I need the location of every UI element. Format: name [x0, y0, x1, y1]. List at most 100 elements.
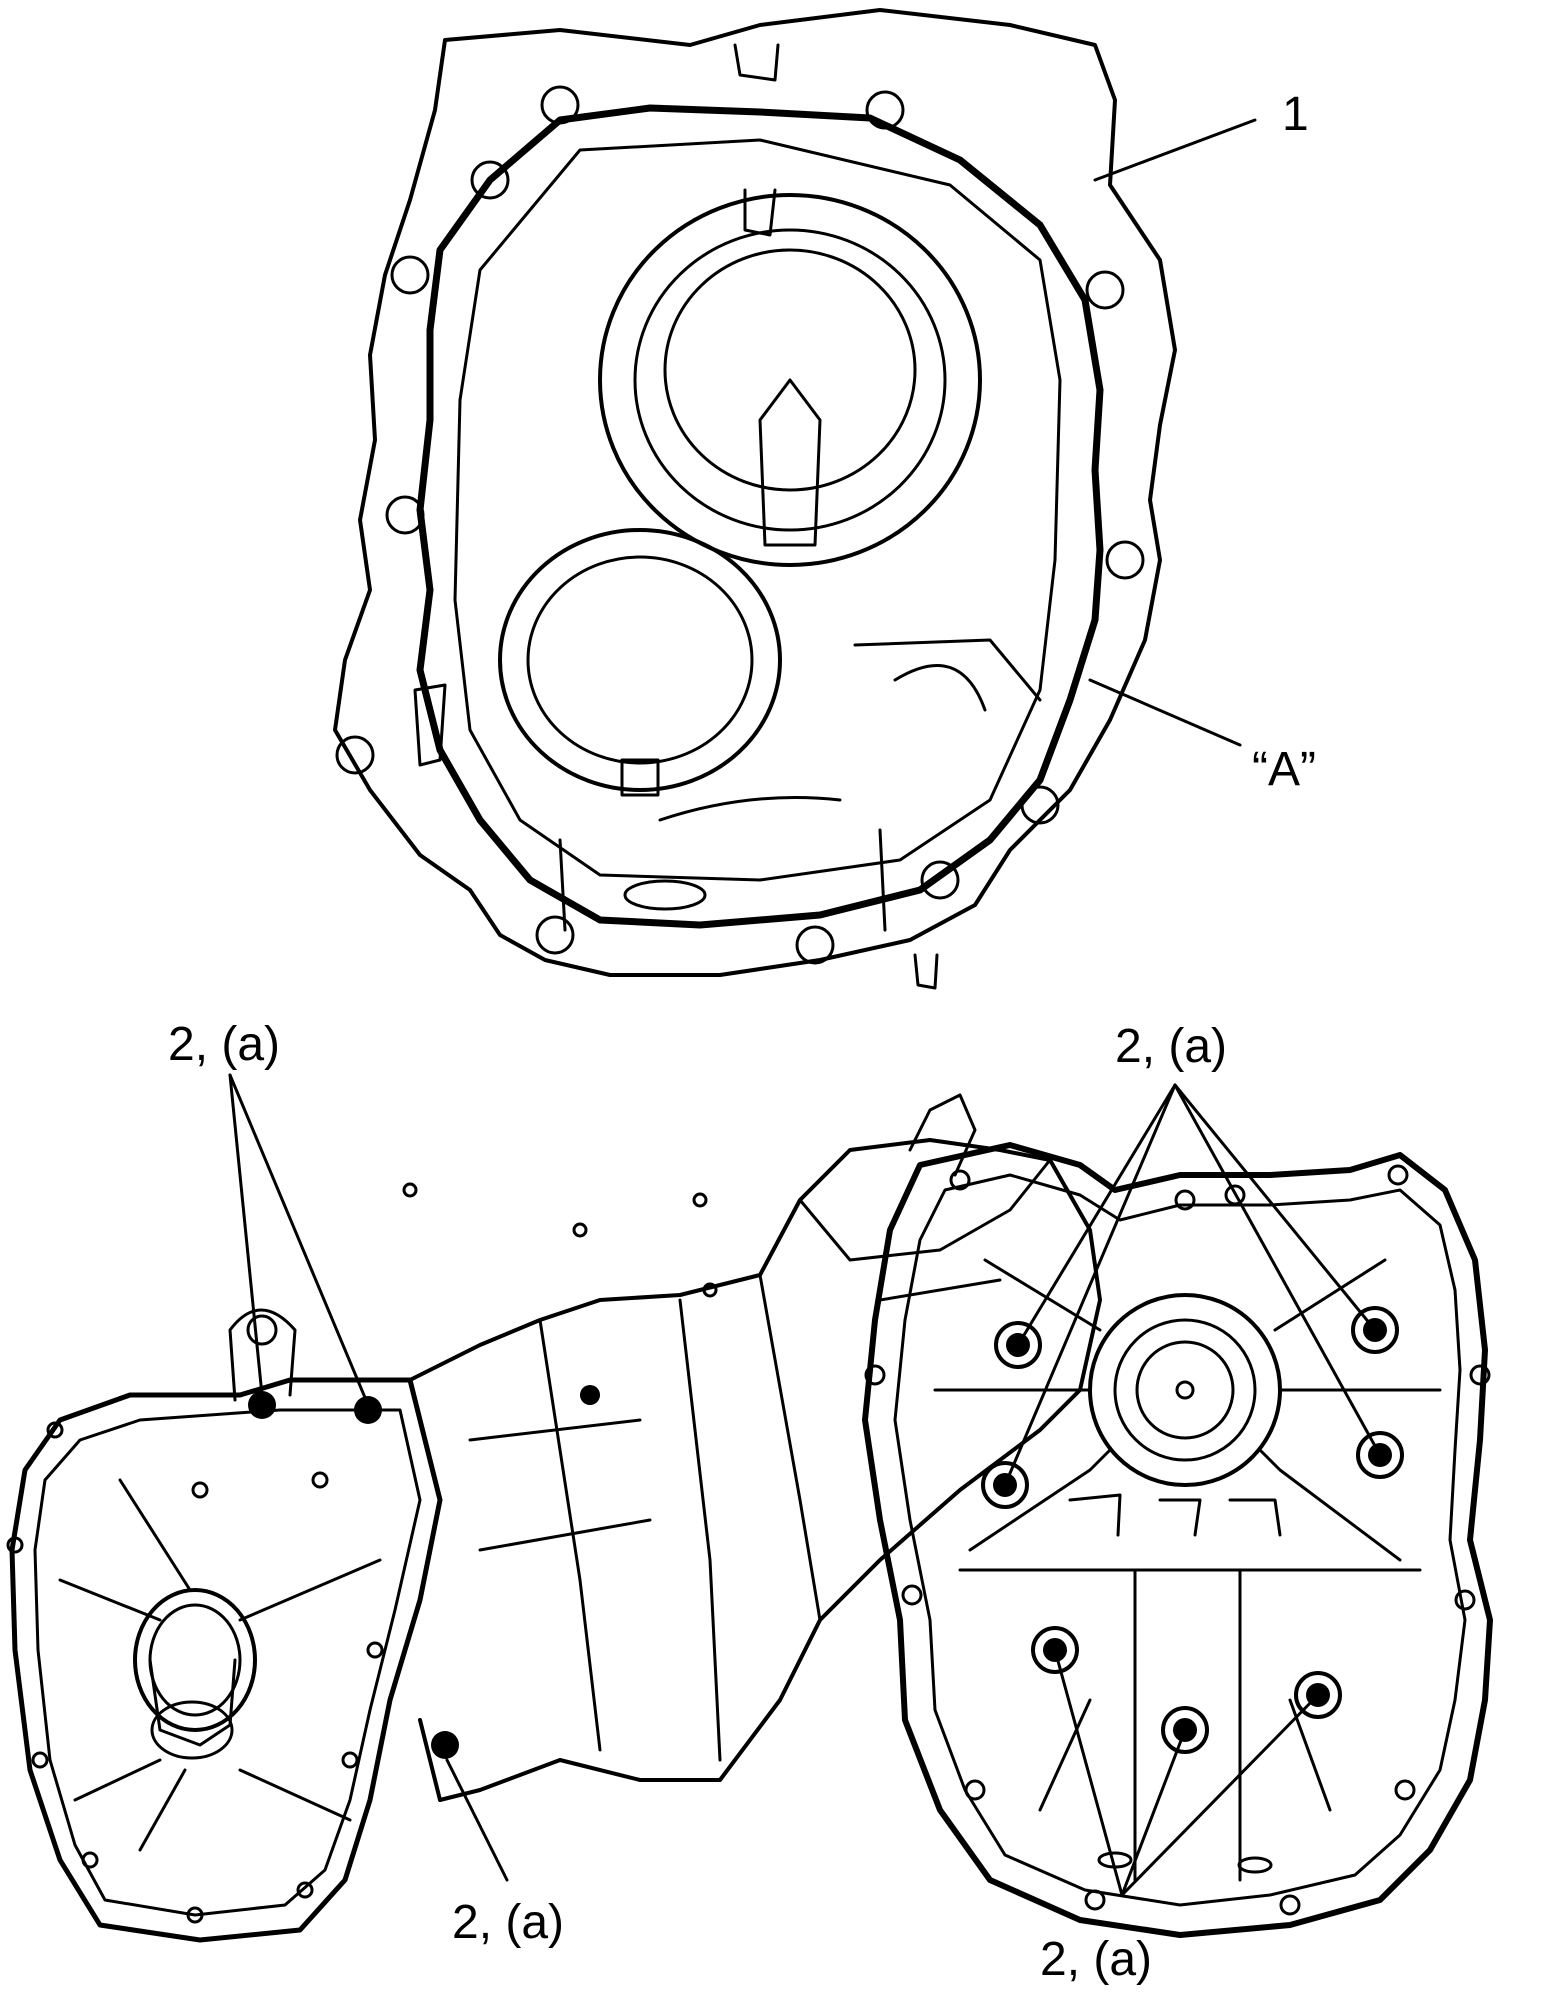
face-rib — [1038, 1698, 1092, 1812]
bolt-hole — [1469, 1364, 1491, 1386]
part-number-1: 1 — [1282, 88, 1309, 141]
callout-bolt-right-bottom: 2, (a) — [1040, 1933, 1152, 1986]
bolt — [431, 1731, 459, 1759]
flange-bolt-holes — [335, 85, 1145, 965]
bolt — [354, 1396, 382, 1424]
bolt-hole — [572, 1222, 588, 1238]
bolt-hole — [1387, 1164, 1409, 1186]
bolt-hole — [964, 1779, 986, 1801]
bolt-hole — [949, 1169, 971, 1191]
bolt-hole — [1174, 1189, 1196, 1211]
face-rib — [983, 1258, 1102, 1332]
case-seam — [538, 1318, 602, 1752]
lower-bearing-bore — [498, 528, 782, 797]
callout-bolt-left-bottom: 2, (a) — [452, 1896, 564, 1949]
bolt-hole — [311, 1471, 329, 1489]
leader-line — [1173, 1083, 1377, 1332]
bolt — [1356, 1431, 1404, 1479]
mounting-lug-top — [733, 43, 780, 82]
bolt-hole — [341, 1751, 359, 1769]
bolt-holes-rear-face — [864, 1164, 1491, 1916]
case-rib — [878, 1278, 1002, 1302]
leader-line — [1003, 1083, 1177, 1487]
face-rib — [1068, 1493, 1122, 1537]
case-rib — [478, 1518, 652, 1552]
bolt-hole — [692, 1192, 708, 1208]
bolt-hole — [46, 1421, 64, 1439]
bolt-hole — [385, 495, 425, 535]
leader-line — [1120, 1728, 1187, 1897]
bolt-hole — [390, 255, 430, 295]
bolt-hole — [535, 915, 575, 955]
callout-bolt-right-top: 2, (a) — [1115, 1020, 1227, 1073]
leader-line — [228, 1073, 368, 1402]
bolt-hole — [191, 1481, 209, 1499]
bolt-hole — [6, 1536, 24, 1554]
face-rib — [1258, 1448, 1402, 1562]
lifting-eye-hole — [246, 1314, 278, 1346]
shift-lever-housing — [908, 1093, 977, 1177]
oil-channel — [413, 683, 447, 767]
bolt — [1161, 1706, 1209, 1754]
bolt-hole — [865, 90, 905, 130]
bolts-side-view — [248, 1385, 600, 1759]
face-rib — [1273, 1258, 1387, 1332]
bolt-hole — [1394, 1779, 1416, 1801]
face-rib — [1228, 1498, 1282, 1537]
bolt-hole — [540, 85, 580, 125]
bolt-hole — [1085, 270, 1125, 310]
case-rib — [893, 664, 987, 712]
bolt — [580, 1385, 600, 1405]
leader-line — [228, 1073, 264, 1397]
bolt-hole — [1279, 1894, 1301, 1916]
sealant-mark-a: “A” — [1252, 743, 1316, 796]
transmission-assembly-side-view: 2, (a) 2, (a) — [6, 1018, 1102, 1949]
bolt-hole — [1224, 1184, 1246, 1206]
case-rib — [468, 1418, 642, 1442]
case-rib — [238, 1558, 382, 1622]
drain-recess — [623, 879, 707, 911]
case-rib — [138, 1768, 187, 1852]
callout-bolt-left-top: 2, (a) — [168, 1018, 280, 1071]
upper-bearing-bore — [598, 188, 982, 567]
bolt-hole — [1454, 1589, 1476, 1611]
case-rib — [853, 638, 1042, 702]
bolt — [1294, 1671, 1342, 1719]
bolt-hole — [1084, 1889, 1106, 1911]
bolt-hole — [901, 1584, 923, 1606]
face-rib — [1158, 1498, 1202, 1537]
bolt-hole — [702, 1282, 718, 1298]
bellhousing-flange — [33, 1408, 422, 1917]
bolt-hole — [31, 1751, 49, 1769]
bolt — [1031, 1626, 1079, 1674]
case-half-with-sealant: 1 “A” — [333, 8, 1316, 990]
case-seam — [758, 1273, 822, 1622]
flange-inner-edge — [453, 138, 1062, 882]
bolt-hole — [920, 860, 960, 900]
bolt-hole — [402, 1182, 418, 1198]
bolt — [994, 1321, 1042, 1369]
sealant-bead-a — [416, 104, 1104, 929]
extension-boss — [1088, 1293, 1282, 1487]
bolt — [1351, 1306, 1399, 1354]
bolt-hole — [296, 1881, 314, 1899]
case-rib — [118, 1478, 192, 1592]
extension-outline — [798, 1158, 1052, 1262]
case-rib — [238, 1768, 352, 1822]
bolt-hole — [186, 1906, 204, 1924]
mounting-lug-bottom — [913, 953, 939, 990]
leader-line — [1016, 1083, 1177, 1347]
bolt-hole — [795, 925, 835, 965]
bolt-hole — [366, 1641, 384, 1659]
case-rib — [878, 828, 887, 932]
case-rib — [73, 1758, 162, 1802]
bolt — [248, 1391, 276, 1419]
leader-line — [1173, 1083, 1382, 1457]
bolt-hole — [470, 160, 510, 200]
leader-line — [1053, 1648, 1124, 1897]
bolt-hole — [335, 735, 375, 775]
flange-bolt-holes — [6, 1182, 718, 1924]
bellhousing-outline — [9, 1377, 443, 1943]
leader-line-part-1 — [1093, 118, 1257, 182]
leader-line — [1120, 1693, 1320, 1897]
